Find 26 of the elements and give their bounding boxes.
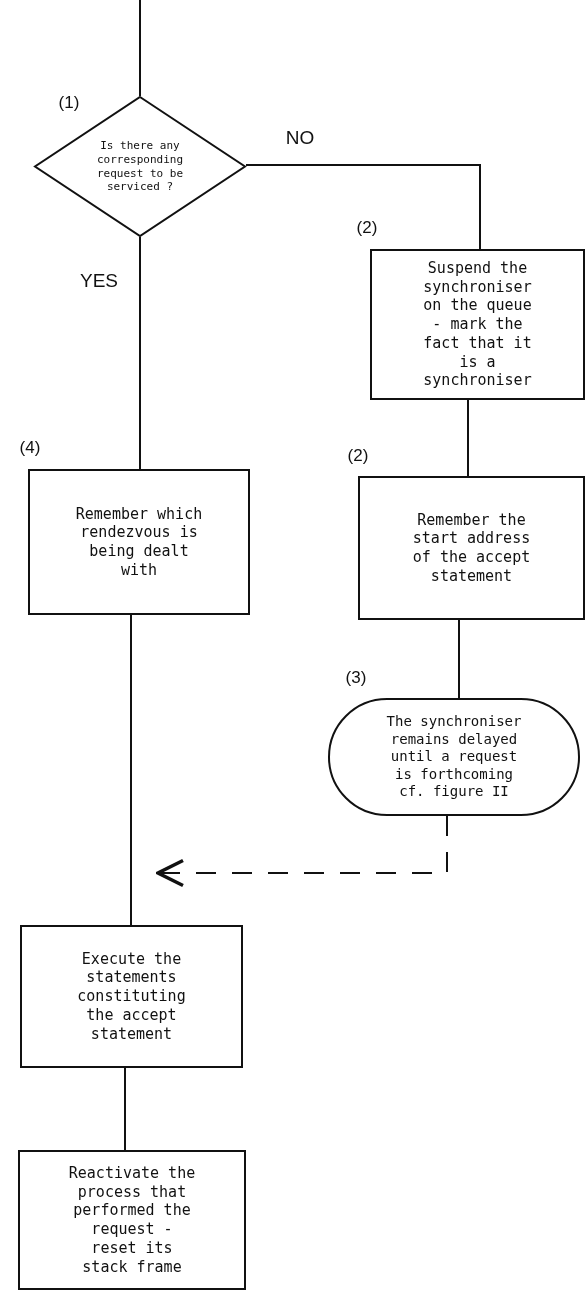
dashed-arrow [156, 815, 448, 888]
step-number: (3) [345, 668, 367, 688]
step-number: (2) [347, 446, 369, 466]
step-text: Remember the start address of the accept statement [411, 510, 532, 586]
connector-line [245, 164, 481, 250]
connector-line [139, 236, 141, 470]
step-text: Suspend the synchroniser on the queue - mark the fact that it is a synchroniser [422, 258, 533, 391]
connector-line [124, 1067, 126, 1151]
step-text: Execute the statements constituting the accept statement [76, 949, 187, 1044]
process-box [370, 249, 585, 400]
step-number: (4) [19, 438, 41, 458]
process-box [28, 469, 250, 615]
process-box [18, 1150, 246, 1290]
step-text: Reactivate the process that performed the request - reset its stack frame [67, 1163, 197, 1277]
step-number: (2) [356, 218, 378, 238]
process-box [358, 476, 585, 620]
connector-line [458, 619, 460, 699]
step-text: Is there any corresponding request to be serviced ? [95, 139, 185, 194]
step-text: Remember which rendezvous is being dealt with [74, 504, 204, 580]
step-text: The synchroniser remains delayed until a request is forthcoming cf. figure II [385, 713, 523, 801]
connector-line [467, 399, 469, 477]
process-box [20, 925, 243, 1068]
connector-line [139, 0, 141, 97]
step-number: (1) [58, 93, 80, 113]
connector-line [130, 614, 132, 926]
decision-diamond [34, 96, 246, 237]
